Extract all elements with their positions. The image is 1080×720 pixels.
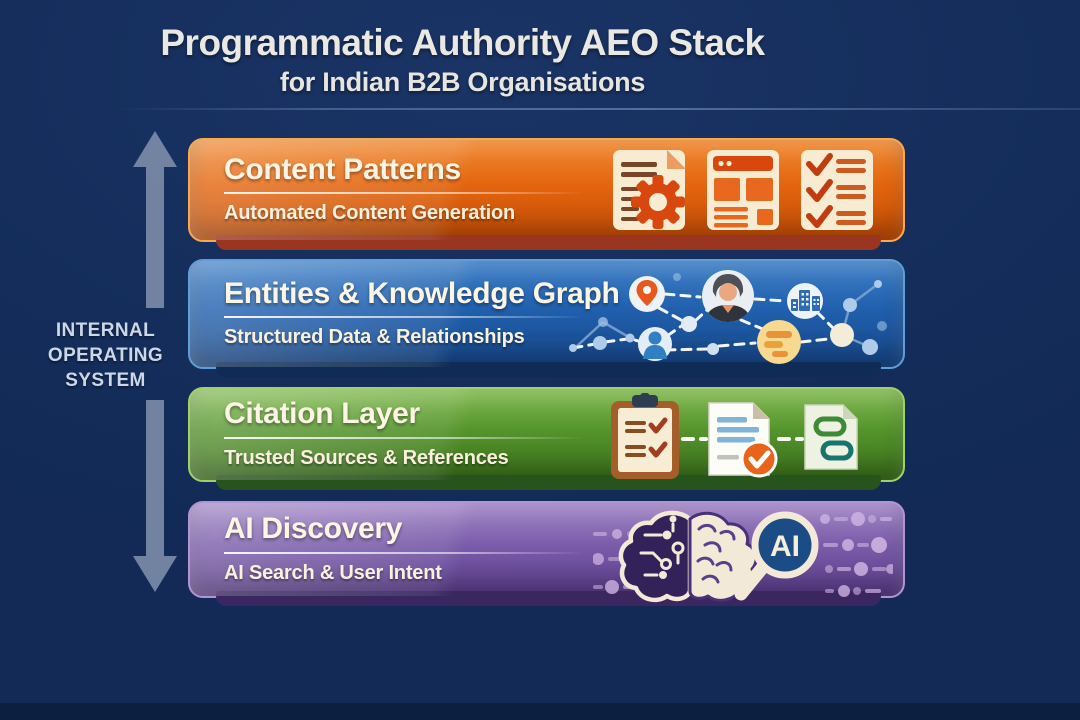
citation-icons — [611, 393, 858, 479]
arrow-up-icon — [133, 131, 177, 308]
title-divider — [115, 108, 1080, 110]
layer-divider — [224, 316, 584, 319]
layer-divider — [224, 436, 584, 439]
data-stream-icon — [820, 512, 893, 597]
network-graph-icon — [569, 270, 887, 364]
checklist-icon — [801, 150, 873, 230]
layer-title: AI Discovery — [224, 512, 403, 546]
header: Programmatic Authority AEO Stack for Ind… — [0, 22, 925, 98]
layer-citation-layer: Citation Layer Trusted Sources & Referen… — [188, 387, 905, 490]
linked-document-icon — [804, 404, 858, 470]
circuit-brain-icon — [618, 510, 758, 603]
chat-bubble-icon — [757, 320, 801, 364]
verified-document-icon — [708, 402, 778, 478]
user-silhouette-icon — [638, 327, 672, 361]
bottom-band — [0, 703, 1080, 720]
layer-content-patterns: Content Patterns Automated Content Gener… — [188, 138, 905, 250]
document-gear-icon — [613, 150, 686, 230]
axis-label-line: SYSTEM — [65, 370, 146, 391]
layer-entities-knowledge-graph: Entities & Knowledge Graph Structured Da… — [188, 259, 905, 377]
building-icon — [787, 283, 823, 319]
webpage-layout-icon — [707, 150, 779, 230]
page-subtitle: for Indian B2B Organisations — [279, 67, 646, 97]
layer-title: Content Patterns — [224, 152, 461, 186]
layer-subtitle: Trusted Sources & References — [224, 446, 509, 469]
ai-magnifier-label: AI — [770, 530, 800, 563]
axis-label-line: OPERATING — [47, 345, 164, 366]
layer-subtitle: Structured Data & Relationships — [224, 326, 525, 349]
layer-title: Entities & Knowledge Graph — [224, 276, 620, 310]
ai-discovery-icons: AI — [593, 510, 893, 603]
page-title: Programmatic Authority AEO Stack — [160, 22, 765, 63]
layer-subtitle: Automated Content Generation — [224, 202, 516, 225]
layer-divider — [224, 192, 584, 195]
ai-magnifier-icon: AI — [734, 511, 819, 601]
clipboard-checklist-icon — [611, 393, 679, 479]
arrow-down-icon — [133, 400, 177, 592]
axis-label-line: INTERNAL — [55, 320, 156, 341]
person-avatar-icon — [702, 270, 754, 322]
internal-operating-system-label: INTERNAL OPERATING SYSTEM — [33, 318, 178, 393]
location-pin-icon — [629, 276, 665, 312]
layer-ai-discovery: AI Discovery AI Search & User Intent — [188, 501, 905, 606]
layer-divider — [224, 551, 584, 554]
layer-subtitle: AI Search & User Intent — [224, 561, 442, 584]
layer-title: Citation Layer — [224, 397, 420, 431]
content-patterns-icons — [609, 140, 877, 240]
